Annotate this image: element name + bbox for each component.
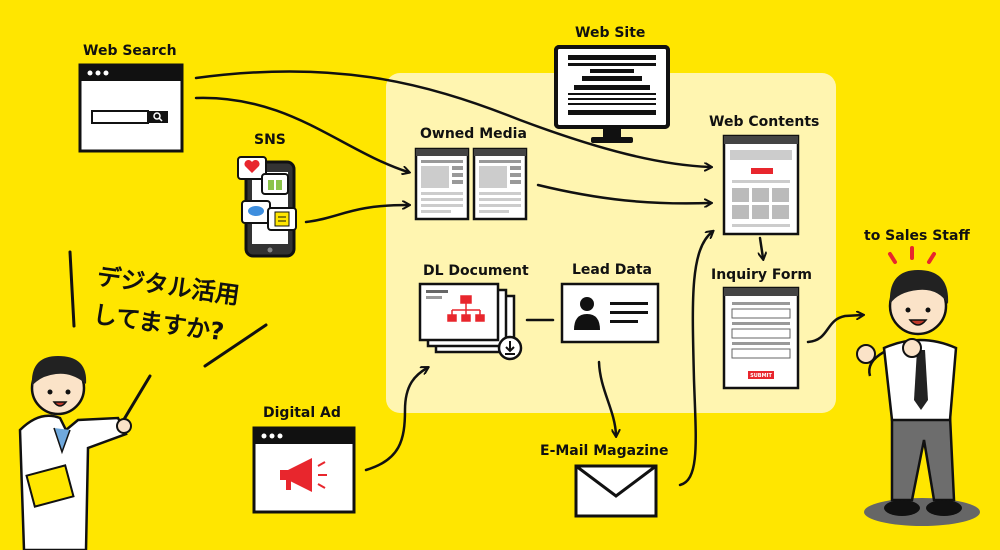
speech-bubble: デジタル活用 してますか? — [68, 250, 268, 368]
megaphone-icon — [280, 458, 327, 492]
exclaim-marks — [888, 246, 936, 264]
dl-document-node: DL Document — [418, 263, 529, 361]
gift-icon — [261, 173, 289, 195]
sns-node: SNS — [237, 132, 297, 258]
flow-owned-to-contents — [536, 183, 710, 203]
web-contents-node: Web Contents — [709, 114, 819, 236]
flow-form-to-sales — [806, 315, 862, 344]
presenter-illustration — [18, 356, 152, 550]
flow-search-to-owned — [194, 96, 408, 172]
web-search-label: Web Search — [83, 43, 177, 59]
dl-document-label: DL Document — [423, 263, 529, 279]
owned-media-page-1 — [414, 147, 470, 221]
digital-ad-node: Digital Ad — [252, 405, 356, 514]
inquiry-form-node: Inquiry Form SUBMIT — [711, 267, 812, 390]
owned-media-label: Owned Media — [420, 126, 527, 142]
flow-search-to-contents — [194, 70, 710, 167]
search-icon — [153, 112, 163, 122]
download-icon — [497, 335, 523, 361]
web-search-node: Web Search — [78, 43, 184, 153]
flow-email-to-contents — [678, 232, 712, 487]
sales-staff-node: to Sales Staff — [856, 228, 980, 526]
email-magazine-node: E-Mail Magazine — [540, 443, 668, 518]
owned-media-page-2 — [472, 147, 528, 221]
form-submit-button: SUBMIT — [748, 371, 774, 379]
org-chart-icon — [447, 295, 485, 322]
note-icon — [267, 207, 297, 231]
sns-label: SNS — [254, 132, 286, 148]
inquiry-form-label: Inquiry Form — [711, 267, 812, 283]
web-contents-label: Web Contents — [709, 114, 819, 130]
speech-line-2: してますか? — [91, 300, 226, 346]
flow-lead-to-email — [597, 360, 616, 435]
envelope-icon — [574, 464, 658, 518]
owned-media-node: Owned Media — [414, 126, 528, 221]
heart-icon — [237, 156, 267, 180]
flow-contents-to-form — [760, 236, 763, 258]
flow-ad-to-doc — [364, 368, 427, 472]
lead-data-label: Lead Data — [572, 262, 652, 278]
submit-text: SUBMIT — [750, 373, 772, 379]
to-sales-staff-label: to Sales Staff — [864, 228, 970, 244]
flow-sns-to-owned — [304, 205, 408, 224]
digital-ad-label: Digital Ad — [263, 405, 341, 421]
web-site-label: Web Site — [575, 25, 645, 41]
web-site-node: Web Site — [554, 25, 670, 143]
user-card-icon — [574, 297, 600, 330]
lead-data-node: Lead Data — [560, 262, 660, 344]
chat-icon — [241, 200, 271, 224]
email-magazine-label: E-Mail Magazine — [540, 443, 668, 459]
